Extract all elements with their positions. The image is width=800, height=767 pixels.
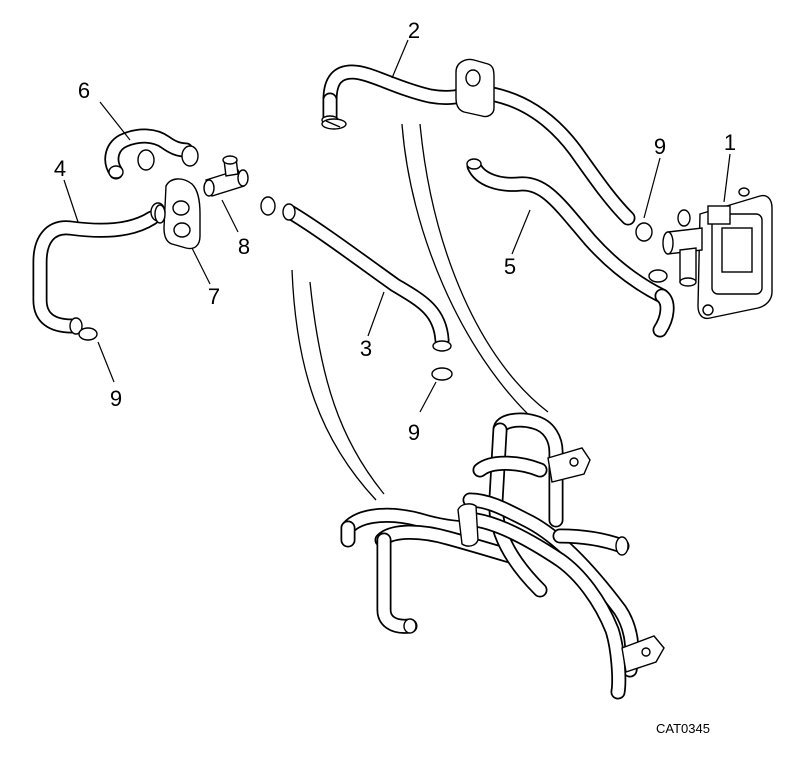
- hose-clip-6a: [137, 145, 199, 171]
- assembled-hose-group: [340, 412, 665, 700]
- hose-5: [466, 158, 675, 338]
- valve-1: [662, 187, 773, 320]
- label-3: 3: [360, 336, 372, 361]
- hose-clip-1: [635, 222, 668, 283]
- bracket-plate: [455, 58, 495, 118]
- label-4: 4: [54, 156, 66, 181]
- hose-clip-3: [260, 196, 453, 381]
- label-9-center: 9: [408, 420, 420, 445]
- label-9-top: 9: [654, 134, 666, 159]
- hose-clip: [321, 118, 347, 130]
- label-9-left: 9: [110, 386, 122, 411]
- leader-lines: [63, 39, 731, 413]
- assembly-guide-lines: [291, 123, 549, 501]
- label-5: 5: [504, 254, 516, 279]
- label-8: 8: [238, 234, 250, 259]
- label-1: 1: [724, 130, 736, 155]
- label-7: 7: [208, 284, 220, 309]
- label-6: 6: [78, 78, 90, 103]
- hose-4: [32, 202, 166, 335]
- catalog-code: CAT0345: [656, 721, 710, 736]
- bracket-7: [163, 178, 201, 250]
- label-2: 2: [408, 18, 420, 43]
- callout-labels: 2 1 6 4 9 5 8 7 3 9 9: [54, 18, 736, 445]
- hose-6: [104, 128, 194, 180]
- hose-clip-4: [78, 204, 166, 341]
- t-connector-8: [203, 155, 249, 197]
- hose-3: [282, 203, 452, 352]
